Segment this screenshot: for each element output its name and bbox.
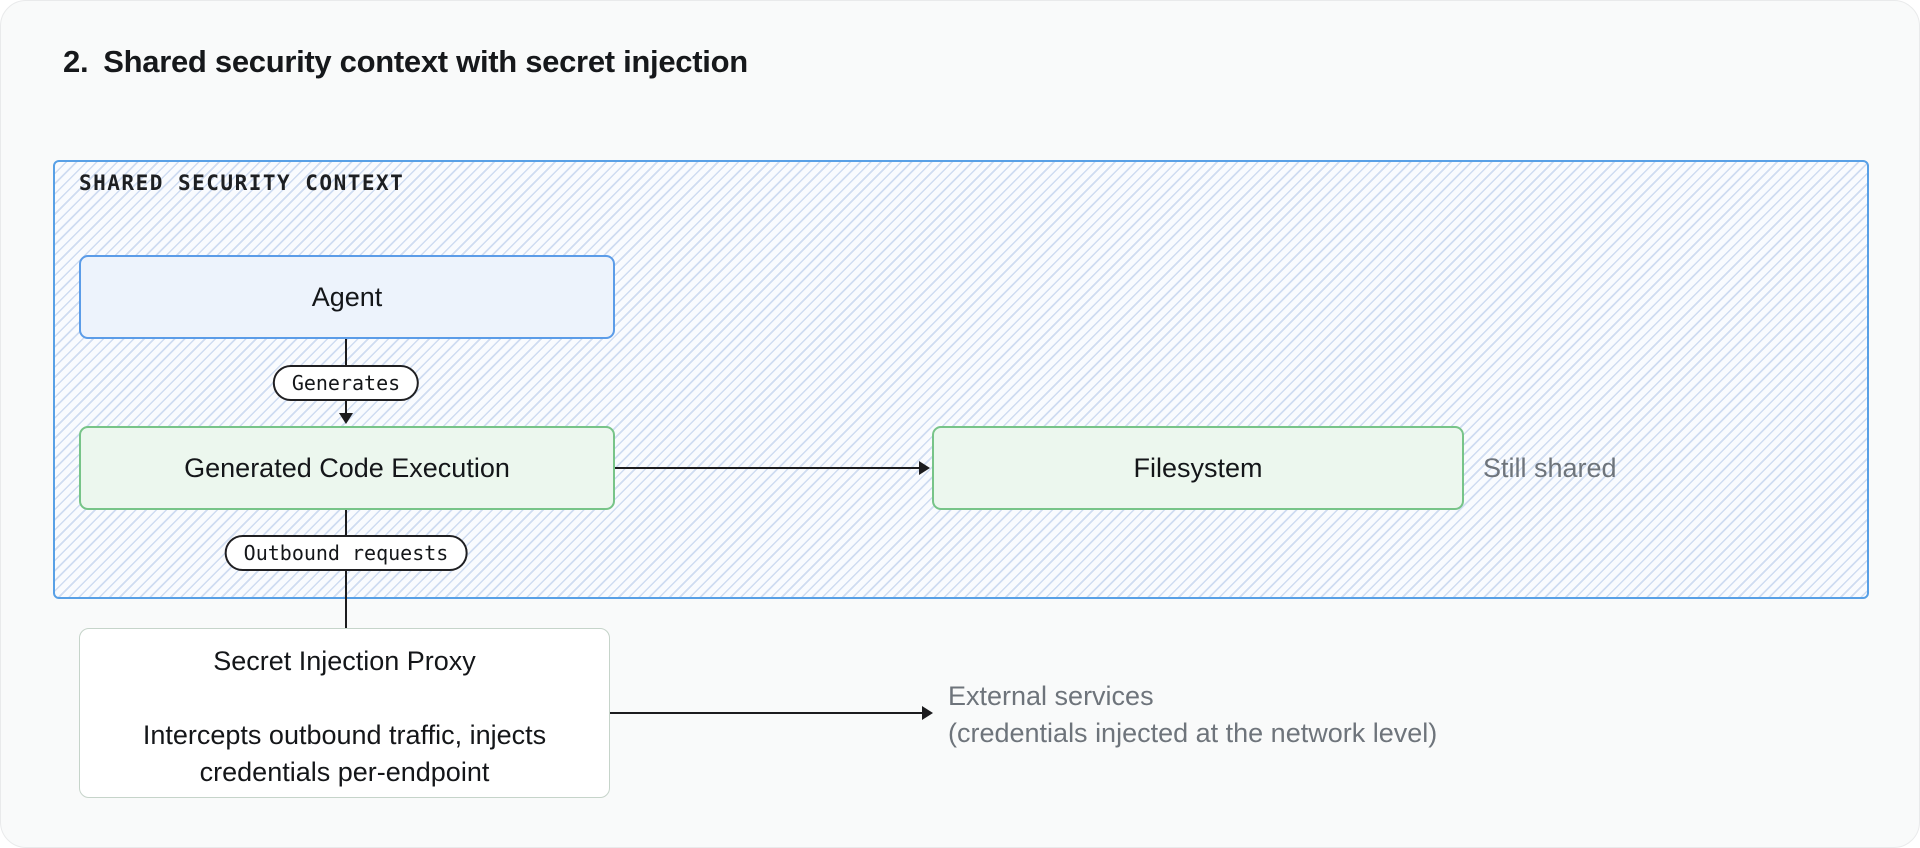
edge-outbound-label: Outbound requests bbox=[243, 541, 449, 565]
external-services-line1: External services bbox=[948, 681, 1154, 711]
node-secret-injection-proxy-title: Secret Injection Proxy bbox=[213, 646, 476, 676]
external-services-annotation: External services (credentials injected … bbox=[948, 678, 1437, 752]
arrowhead-right-external-icon bbox=[922, 706, 933, 720]
still-shared-annotation: Still shared bbox=[1483, 453, 1617, 483]
node-agent: Agent bbox=[79, 255, 615, 339]
edge-generates-label: Generates bbox=[291, 371, 401, 395]
edge-outbound-label-pill: Outbound requests bbox=[224, 535, 468, 571]
node-agent-label: Agent bbox=[311, 281, 383, 312]
edge-external-line bbox=[610, 712, 922, 714]
node-generated-code-execution-label: Generated Code Execution bbox=[184, 452, 510, 483]
edge-generates-label-pill: Generates bbox=[272, 365, 420, 401]
edge-filesystem-line bbox=[615, 467, 921, 469]
node-secret-injection-proxy-description: Intercepts outbound traffic, injects cre… bbox=[142, 720, 547, 787]
node-filesystem: Filesystem bbox=[932, 426, 1464, 510]
shared-security-context-label: SHARED SECURITY CONTEXT bbox=[79, 171, 405, 195]
shared-security-context-container bbox=[53, 160, 1869, 599]
node-generated-code-execution: Generated Code Execution bbox=[79, 426, 615, 510]
page-title-text: Shared security context with secret inje… bbox=[103, 44, 748, 79]
page-title: 2. Shared security context with secret i… bbox=[63, 41, 748, 83]
arrowhead-down-icon bbox=[339, 413, 353, 424]
arrowhead-right-filesystem-icon bbox=[919, 461, 930, 475]
page-title-number: 2. bbox=[63, 44, 89, 79]
external-services-line2: (credentials injected at the network lev… bbox=[948, 718, 1438, 748]
node-filesystem-label: Filesystem bbox=[1133, 452, 1263, 483]
node-secret-injection-proxy: Secret Injection Proxy Intercepts outbou… bbox=[79, 628, 610, 798]
